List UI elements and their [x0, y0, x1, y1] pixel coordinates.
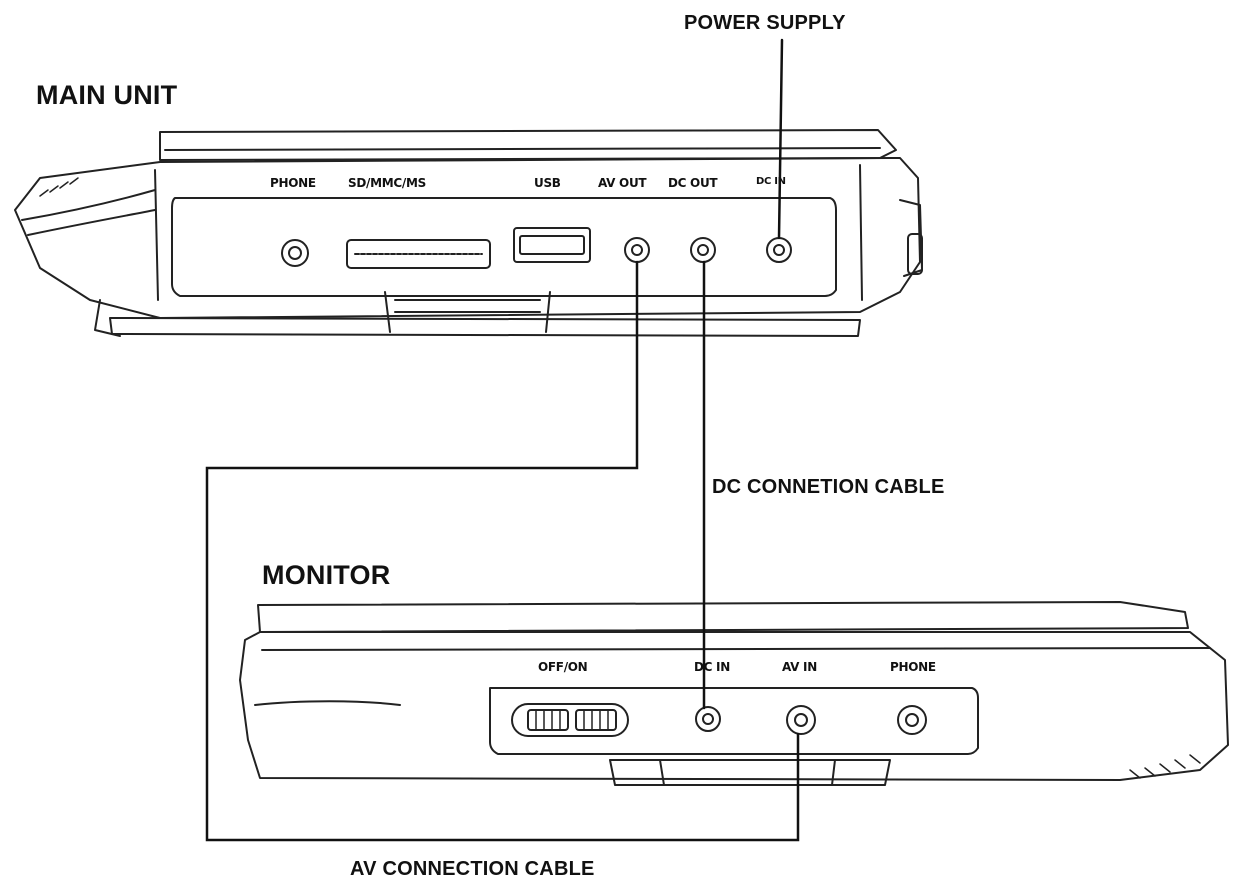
main-dc-out-label: DC OUT: [668, 176, 718, 190]
power-supply-label: POWER SUPPLY: [684, 12, 846, 34]
main-unit-title: MAIN UNIT: [36, 80, 178, 110]
monitor-dc-in-label: DC IN: [694, 660, 730, 674]
monitor-av-in-label: AV IN: [782, 660, 817, 674]
main-dc-in-label: DC IN: [756, 176, 786, 187]
cables: [205, 38, 800, 842]
main-usb-port-label: USB: [534, 176, 561, 190]
main-phone-port-label: PHONE: [270, 176, 316, 190]
power-supply-lead: [777, 38, 784, 240]
dc-cable-label: DC CONNETION CABLE: [712, 476, 945, 498]
main-card-slot-label: SD/MMC/MS: [348, 176, 426, 190]
monitor-switch-label: OFF/ON: [538, 660, 588, 674]
av-connection-cable: [205, 260, 800, 842]
monitor-phone-port-label: PHONE: [890, 660, 936, 674]
main-av-out-label: AV OUT: [598, 176, 647, 190]
main-unit-drawing: [14, 129, 923, 337]
monitor-drawing: [239, 601, 1229, 786]
monitor-title: MONITOR: [262, 560, 391, 590]
av-cable-label: AV CONNECTION CABLE: [350, 858, 595, 880]
